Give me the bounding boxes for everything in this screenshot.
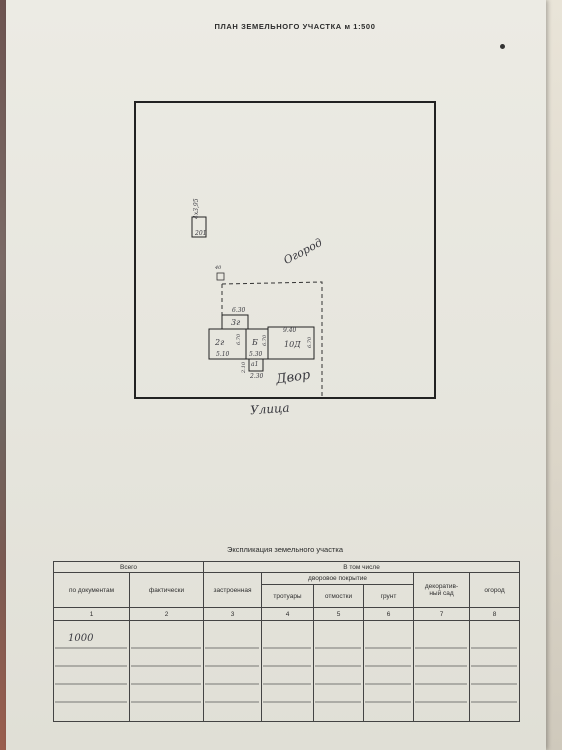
header-ground: грунт xyxy=(363,584,415,608)
header-vegetable-garden: огород xyxy=(469,572,521,608)
punch-dot xyxy=(500,44,505,49)
header-built: застроенная xyxy=(203,572,263,608)
shed-size-label: 4х3,95 xyxy=(193,198,200,219)
building-b-label: Б xyxy=(252,338,258,347)
building-a-side: 6.70 xyxy=(307,336,313,348)
table-cell xyxy=(413,620,471,722)
table-cell xyxy=(363,620,415,722)
building-3g-label: 3г xyxy=(231,318,241,327)
header-sidewalks: тротуары xyxy=(261,584,315,608)
parcel-boundary xyxy=(134,101,436,399)
table-cell xyxy=(128,620,205,722)
col-number: 3 xyxy=(203,607,263,621)
building-a-label: 10Д xyxy=(284,340,301,349)
table-cell xyxy=(203,620,263,722)
col-number: 4 xyxy=(261,607,315,621)
building-b-width: 5.30 xyxy=(249,351,263,358)
building-a xyxy=(267,326,315,360)
building-3g-width: 6.30 xyxy=(232,307,246,314)
explication-table: Всего В том числе по документам фактичес… xyxy=(52,561,521,722)
header-yard-cover: дворовое покрытие xyxy=(261,572,415,585)
building-2g-side: 6.70 xyxy=(236,333,242,345)
street-label: Улица xyxy=(249,400,291,418)
building-a1 xyxy=(248,358,264,372)
building-2g-width: 5.10 xyxy=(216,351,230,358)
table-cell xyxy=(313,620,365,722)
col-number: 7 xyxy=(413,607,471,621)
building-a1-label: а1 xyxy=(251,361,259,368)
area-by-documents-value: 1000 xyxy=(68,633,94,644)
header-including: В том числе xyxy=(203,561,521,573)
garden-shed xyxy=(191,216,207,238)
col-number: 6 xyxy=(363,607,415,621)
building-2g-label: 2г xyxy=(215,338,225,347)
header-total: Всего xyxy=(52,561,205,573)
col-number: 5 xyxy=(313,607,365,621)
header-blind-area: отмостки xyxy=(313,584,365,608)
explication-title: Экспликация земельного участка xyxy=(226,545,344,554)
building-a-width: 9.40 xyxy=(283,327,297,334)
col-number: 1 xyxy=(53,607,130,621)
header-actual: фактически xyxy=(128,572,205,608)
document-title: ПЛАН ЗЕМЕЛЬНОГО УЧАСТКА м 1:500 xyxy=(214,22,376,31)
header-by-docs: по документам xyxy=(53,572,130,608)
building-a1-side: 2.10 xyxy=(241,361,247,373)
table-cell xyxy=(469,620,521,722)
corner-mark xyxy=(216,272,225,281)
col-number: 2 xyxy=(128,607,205,621)
writing-lines xyxy=(55,647,517,703)
yard-dashed-line xyxy=(221,281,323,398)
col-number: 8 xyxy=(469,607,521,621)
building-a1-width: 2.30 xyxy=(250,373,264,380)
building-b-side: 6.70 xyxy=(262,334,268,346)
table-cell xyxy=(261,620,315,722)
table-cell xyxy=(53,620,130,722)
header-decor-garden: декоратив- ный сад xyxy=(413,572,471,608)
shed-number-label: 201 xyxy=(195,230,207,237)
corner-mark-label: 40 xyxy=(215,265,222,271)
